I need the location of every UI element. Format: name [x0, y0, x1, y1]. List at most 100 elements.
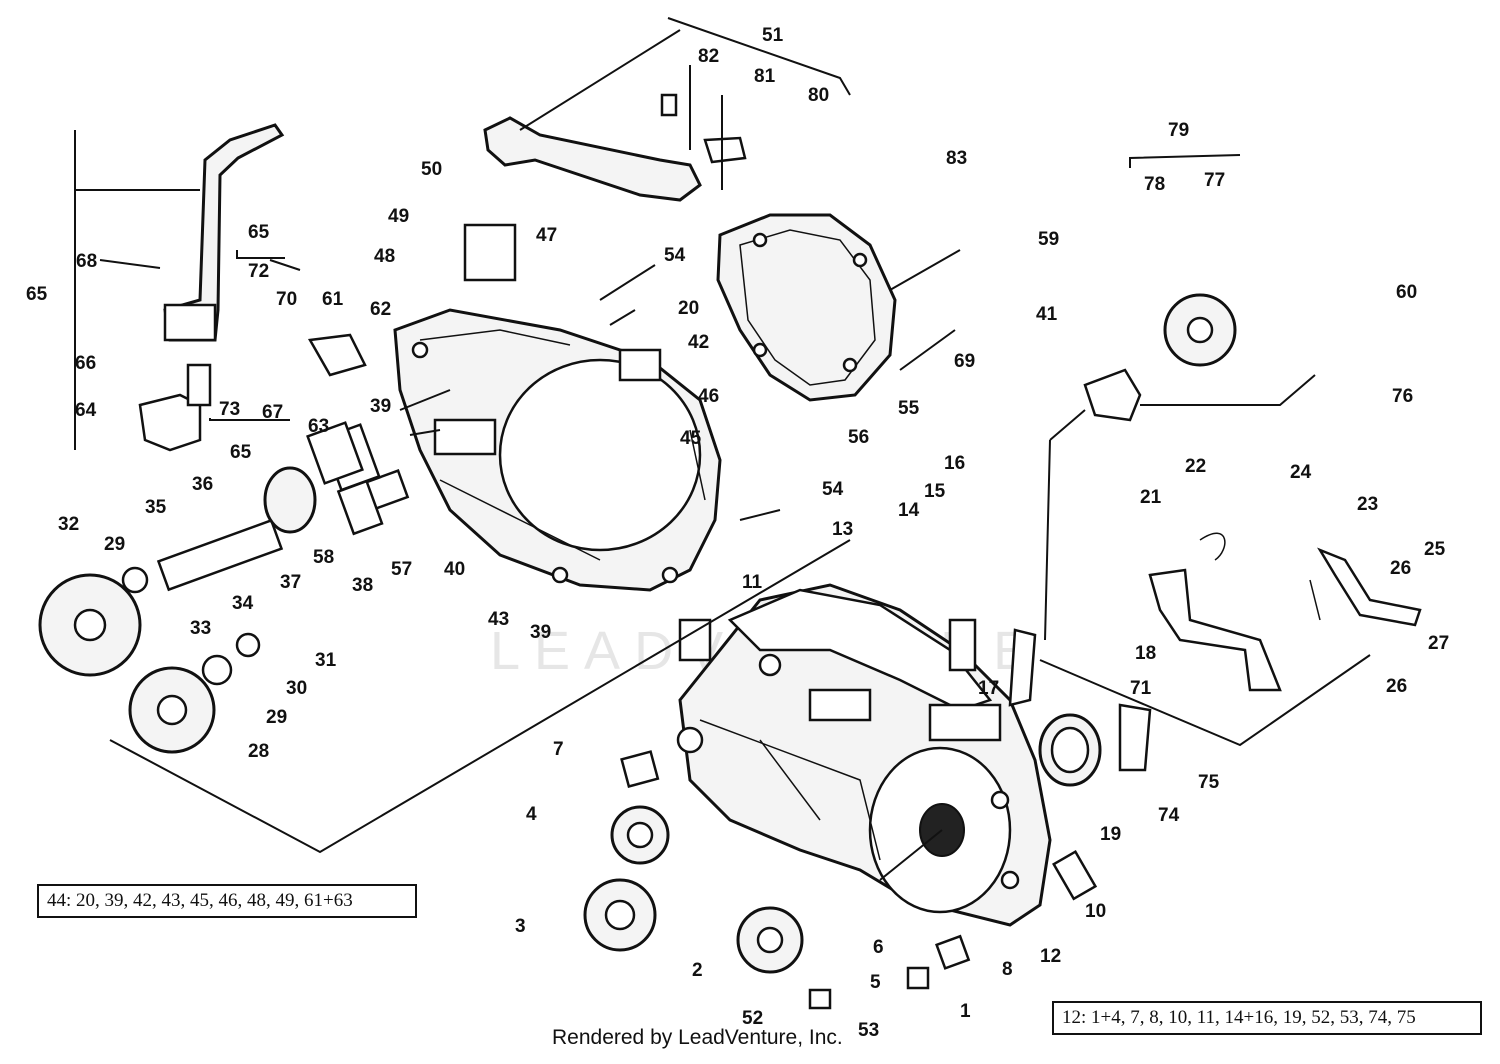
label-6: 6 — [873, 937, 884, 958]
gear-28 — [128, 666, 216, 754]
label-25: 25 — [1424, 539, 1446, 560]
label-41: 41 — [1036, 304, 1058, 325]
label-83: 83 — [946, 148, 967, 169]
label-68: 68 — [76, 251, 97, 272]
left-case-cover — [393, 308, 722, 592]
label-40: 40 — [444, 559, 465, 580]
label-65a: 65 — [26, 284, 48, 305]
label-1: 1 — [960, 1001, 971, 1022]
label-11: 11 — [742, 572, 763, 593]
label-31: 31 — [315, 650, 337, 671]
label-27: 27 — [1428, 633, 1449, 654]
label-48: 48 — [374, 246, 395, 267]
label-66: 66 — [75, 353, 96, 374]
label-45: 45 — [680, 428, 702, 449]
sprocket-60 — [1083, 293, 1237, 422]
label-24: 24 — [1290, 462, 1312, 483]
label-53: 53 — [858, 1020, 879, 1041]
label-54b: 54 — [822, 479, 844, 500]
label-15: 15 — [924, 481, 946, 502]
label-64: 64 — [75, 400, 97, 421]
label-18: 18 — [1135, 643, 1156, 664]
label-63: 63 — [308, 416, 329, 437]
label-73: 73 — [219, 399, 240, 420]
label-51: 51 — [762, 25, 784, 46]
label-70: 70 — [276, 289, 297, 310]
side-cover — [716, 213, 897, 402]
small-parts — [121, 223, 1152, 1010]
kick-start-lever — [138, 123, 285, 452]
label-55: 55 — [898, 398, 920, 419]
label-26a: 26 — [1390, 558, 1411, 579]
label-42: 42 — [688, 332, 709, 353]
label-8: 8 — [1002, 959, 1013, 980]
label-23: 23 — [1357, 494, 1378, 515]
assembly-note-44: 44: 20, 39, 42, 43, 45, 46, 48, 49, 61+6… — [37, 884, 417, 918]
label-39b: 39 — [530, 622, 551, 643]
label-30: 30 — [286, 678, 307, 699]
gearshift-pedal — [483, 93, 747, 202]
label-77: 77 — [1204, 170, 1225, 191]
label-19: 19 — [1100, 824, 1121, 845]
label-65c: 65 — [230, 442, 252, 463]
label-76: 76 — [1392, 386, 1413, 407]
label-57: 57 — [391, 559, 412, 580]
label-67: 67 — [262, 402, 283, 423]
label-10: 10 — [1085, 901, 1106, 922]
label-37: 37 — [280, 572, 301, 593]
label-35: 35 — [145, 497, 167, 518]
label-21: 21 — [1140, 487, 1162, 508]
brake-lever-assembly — [1148, 532, 1422, 692]
label-75: 75 — [1198, 772, 1220, 793]
label-34: 34 — [232, 593, 254, 614]
leader-lines — [74, 17, 1371, 854]
label-32: 32 — [58, 514, 79, 535]
label-72: 72 — [248, 261, 269, 282]
label-78: 78 — [1144, 174, 1165, 195]
label-46: 46 — [698, 386, 719, 407]
label-43: 43 — [488, 609, 509, 630]
label-54a: 54 — [664, 245, 686, 266]
part-labels: 1 2 3 4 5 6 7 8 10 11 12 13 14 15 16 17 … — [26, 25, 1449, 1041]
label-58: 58 — [313, 547, 334, 568]
seal-19 — [1038, 713, 1102, 787]
label-81: 81 — [754, 66, 776, 87]
label-56: 56 — [848, 427, 869, 448]
crankcase-housing — [676, 583, 1052, 927]
label-47: 47 — [536, 225, 557, 246]
label-38: 38 — [352, 575, 373, 596]
label-5: 5 — [870, 972, 881, 993]
label-69: 69 — [954, 351, 975, 372]
assembly-note-12: 12: 1+4, 7, 8, 10, 11, 14+16, 19, 52, 53… — [1052, 1001, 1482, 1035]
label-62: 62 — [370, 299, 391, 320]
label-71: 71 — [1130, 678, 1152, 699]
render-credit: Rendered by LeadVenture, Inc. — [552, 1026, 843, 1049]
label-49: 49 — [388, 206, 409, 227]
label-28: 28 — [248, 741, 269, 762]
label-26b: 26 — [1386, 676, 1407, 697]
label-59: 59 — [1038, 229, 1059, 250]
label-14: 14 — [898, 500, 920, 521]
label-3: 3 — [515, 916, 526, 937]
label-4: 4 — [526, 804, 537, 825]
label-29b: 29 — [266, 707, 287, 728]
label-17: 17 — [978, 678, 999, 699]
label-13: 13 — [832, 519, 853, 540]
label-79: 79 — [1168, 120, 1189, 141]
label-12: 12 — [1040, 946, 1061, 967]
label-20: 20 — [678, 298, 699, 319]
label-7: 7 — [553, 739, 564, 760]
label-29a: 29 — [104, 534, 125, 555]
label-33: 33 — [190, 618, 211, 639]
label-2: 2 — [692, 960, 703, 981]
label-16: 16 — [944, 453, 965, 474]
label-61: 61 — [322, 289, 344, 310]
label-22: 22 — [1185, 456, 1206, 477]
bearings — [583, 805, 804, 974]
label-52: 52 — [742, 1008, 763, 1029]
label-50: 50 — [421, 159, 442, 180]
label-36: 36 — [192, 474, 213, 495]
label-80: 80 — [808, 85, 829, 106]
label-74: 74 — [1158, 805, 1180, 826]
